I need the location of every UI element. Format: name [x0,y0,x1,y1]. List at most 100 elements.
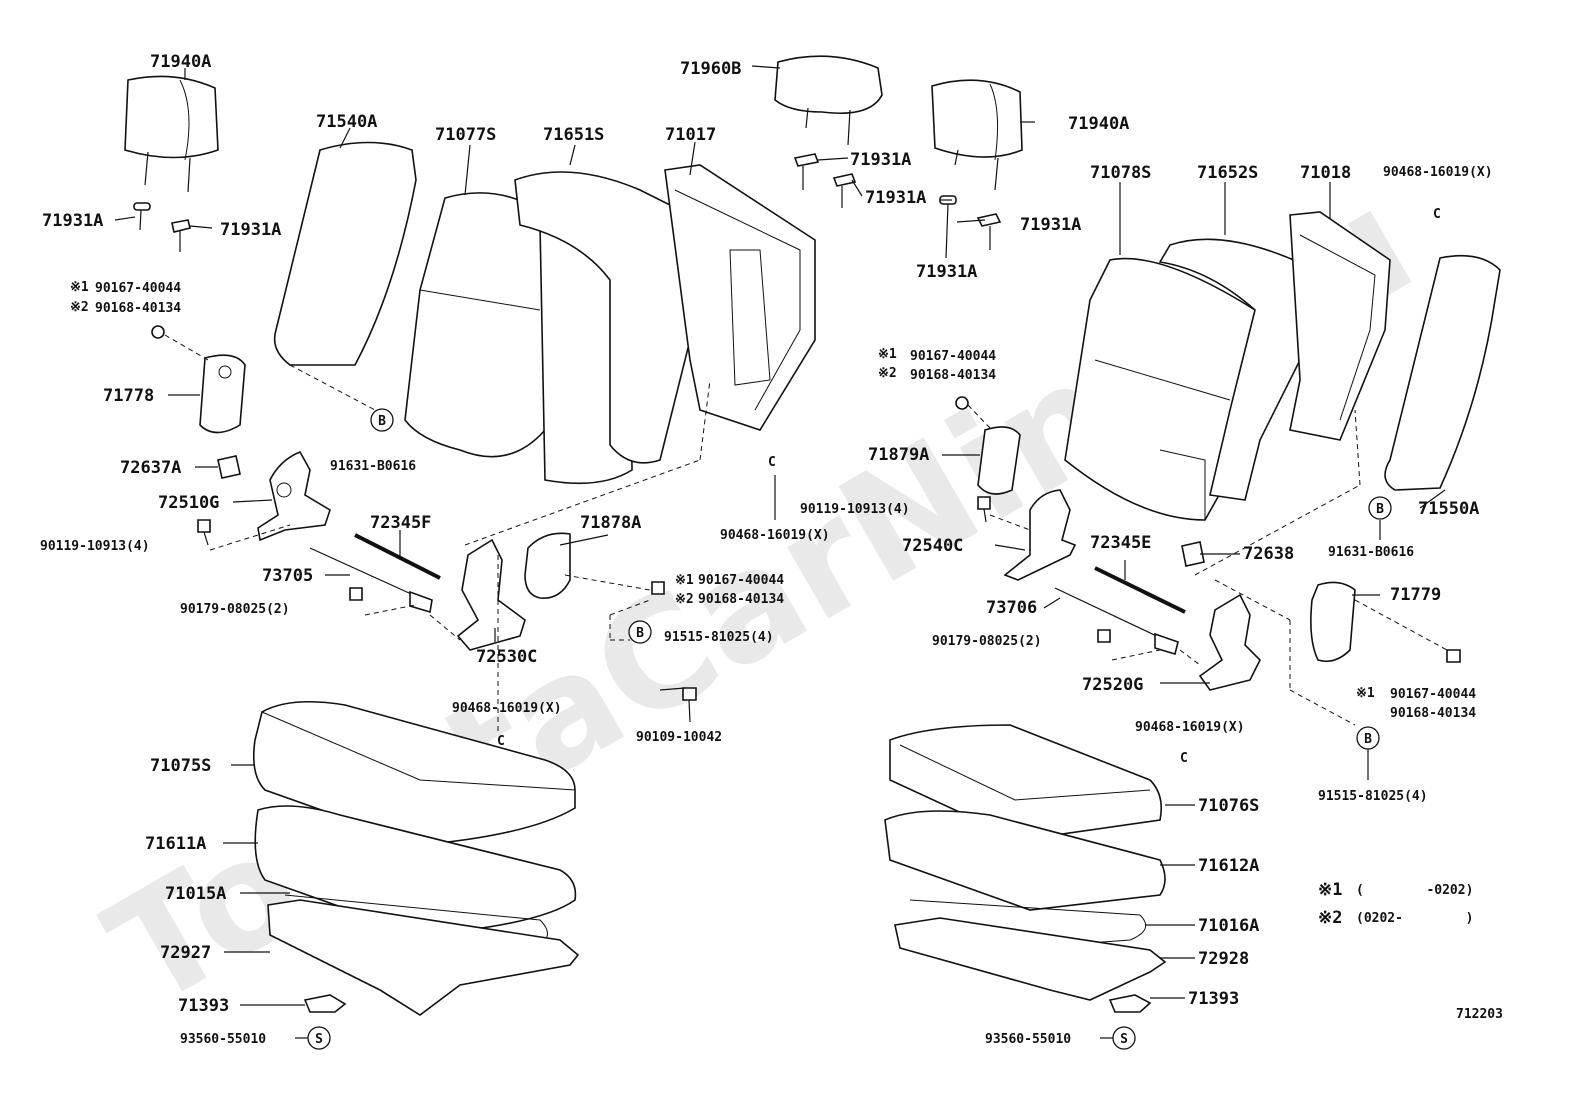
note-mark: ※2 [70,300,89,315]
cable-73706-drawing [1054,587,1179,656]
cap-72638-drawing [1181,541,1205,567]
clip-symbols: C C C C [497,207,1441,766]
svg-text:S: S [1120,1032,1128,1047]
pin-71931A-center-drawing [793,153,857,208]
rod-72345F-drawing [354,533,441,580]
part-label: 72638 [1243,544,1294,564]
part-label: 93560-55010 [985,1032,1071,1047]
svg-text:S: S [315,1032,323,1047]
part-label: 72637A [120,458,181,478]
note-mark: ※1 [1356,686,1375,701]
headrest-left-drawing [124,75,219,193]
part-label: 71652S [1197,163,1258,183]
part-label: 72530C [476,647,537,667]
svg-text:B: B [636,626,644,641]
bracket-71879A-drawing [955,396,1021,495]
part-label: 71076S [1198,796,1259,816]
part-label: 71940A [1068,114,1129,134]
callout-b-right-bottom: B [1356,726,1380,750]
part-label: 91515-81025(4) [664,630,774,645]
cable-73705-drawing [309,547,433,614]
pin-71931A-drawing [133,202,191,252]
part-label: 71612A [1198,856,1259,876]
part-label: 90119-10913(4) [800,502,910,517]
part-label: 90168-40134 [1390,706,1476,721]
seatback-71652S-drawing [1158,238,1326,501]
side-cushion-71550A-drawing [1384,254,1501,491]
part-label: 73706 [986,598,1037,618]
headrest-71960B-drawing [774,55,883,146]
part-label: 90119-10913(4) [40,539,150,554]
diagram-code: 712203 [1456,1007,1503,1022]
part-label: 71550A [1418,499,1479,519]
bracket-71778-drawing [151,325,246,434]
pin-71931A-right-drawing [939,195,1002,259]
cover-71779-drawing [1310,581,1461,663]
legend-note2-range: (0202- ) [1356,911,1473,926]
callout-b-center: B [628,620,652,644]
part-label: 71779 [1390,585,1441,605]
part-label: 72540C [902,536,963,556]
part-labels: 71940A 71540A 71077S 71651S 71017 71960B… [40,52,1493,1047]
frame-72927-drawing [267,899,580,1016]
part-label: 90179-08025(2) [932,634,1042,649]
part-label: 91515-81025(4) [1318,789,1428,804]
part-label: 90167-40044 [95,281,181,296]
svg-text:B: B [1364,732,1372,747]
clip-c-right: C [1180,751,1188,766]
part-label: 71016A [1198,916,1259,936]
part-label: 93560-55010 [180,1032,266,1047]
part-label: 71015A [165,884,226,904]
part-label: 71940A [150,52,211,72]
part-label: 72345E [1090,533,1151,553]
part-label: 71931A [42,211,103,231]
pad-71612A-drawing [884,810,1166,911]
part-label: 71078S [1090,163,1151,183]
note-mark: ※1 [878,347,897,362]
part-label: 90109-10042 [636,730,722,745]
frame-71018-drawing [1289,211,1391,441]
part-label: 71018 [1300,163,1351,183]
bolt-center-drawing [651,581,697,723]
part-label: 71931A [865,188,926,208]
clip-c-left: C [497,734,505,749]
part-label: 71931A [220,220,281,240]
legend-note1-range: ( -0202) [1356,883,1473,898]
part-label: 90168-40134 [698,592,784,607]
cap-72637A-drawing [217,455,241,479]
legend-note2-mark: ※2 [1318,908,1342,928]
callout-b-left: B [370,408,394,432]
part-label: 91631-B0616 [1328,545,1414,560]
part-label: 71017 [665,125,716,145]
leader-lines [114,65,1446,1039]
part-label: 72510G [158,493,219,513]
hinge-72520G-drawing [1198,593,1261,691]
part-label: 71879A [868,445,929,465]
part-label: 72345F [370,513,431,533]
svg-text:B: B [378,414,386,429]
hook-71393-right-drawing [1108,994,1152,1013]
callout-s-left: S [307,1026,331,1050]
part-label: 71540A [316,112,377,132]
svg-text:B: B [1376,502,1384,517]
part-label: 71651S [543,125,604,145]
hinge-72540C-drawing [977,489,1077,581]
part-label: 90179-08025(2) [180,602,290,617]
frame-72928-drawing [894,917,1167,1001]
callout-b-right-top: B [1368,496,1392,520]
seatback-71078S-drawing [1064,257,1256,521]
part-label: 90167-40044 [698,573,784,588]
legend-note1-mark: ※1 [1318,880,1342,900]
cushion-71075S-drawing [252,701,576,846]
note-mark: ※1 [70,280,89,295]
headrest-right-drawing [931,79,1023,191]
hook-71393-left-drawing [303,994,347,1013]
part-label: 71778 [103,386,154,406]
legend: ※1 ( -0202) ※2 (0202- ) [1318,880,1473,928]
side-cushion-71540A-drawing [273,141,417,366]
part-label: 91631-B0616 [330,459,416,474]
part-label: 90468-16019(X) [1135,720,1245,735]
pad-71611A-drawing [254,805,577,936]
frame-71017-drawing [664,164,816,431]
